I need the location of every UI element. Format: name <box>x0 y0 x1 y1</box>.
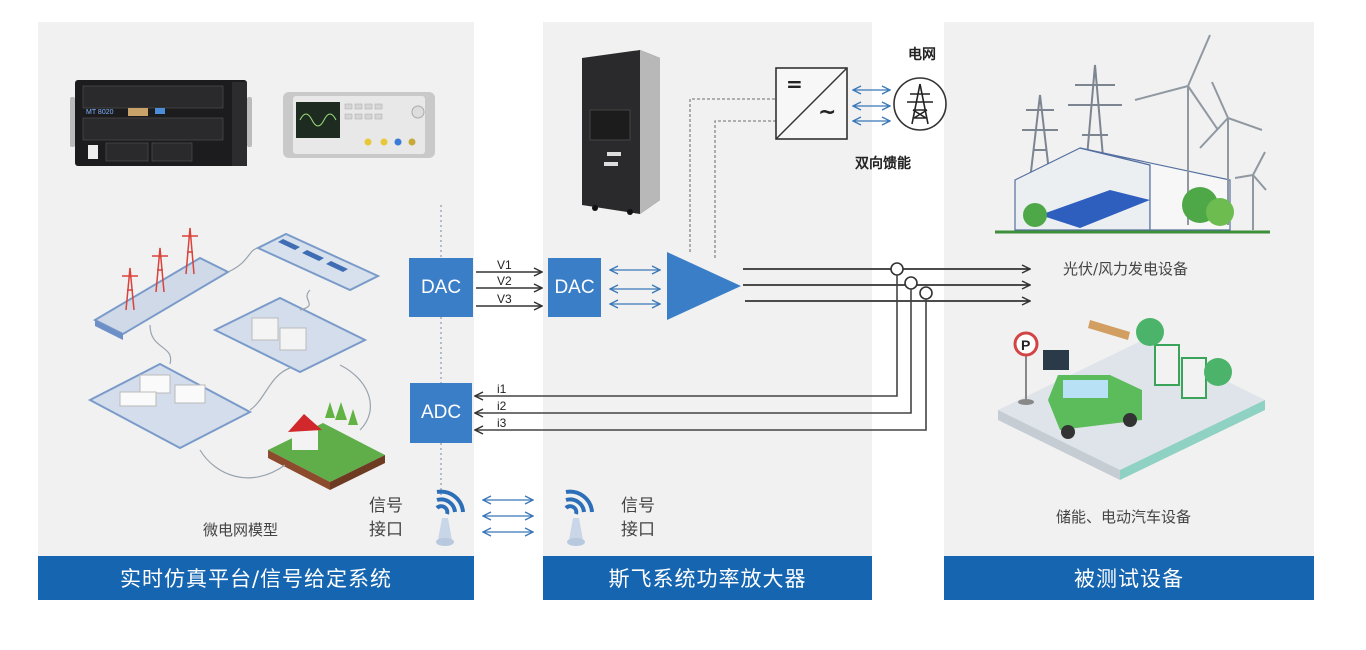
voltage-signal-arrows <box>476 272 542 306</box>
signal-interface-label-middle: 信号 接口 <box>621 496 655 540</box>
v3-label: V3 <box>497 292 512 306</box>
converter-dashed-links <box>689 98 776 258</box>
device-under-test-title: 被测试设备 <box>944 556 1314 600</box>
simulation-platform-title: 实时仿真平台/信号给定系统 <box>38 556 474 600</box>
three-phase-output-lines <box>743 269 1030 301</box>
ac-dc-converter-icon <box>775 67 848 140</box>
i2-label: i2 <box>497 399 507 413</box>
pv-wind-label: 光伏/风力发电设备 <box>1063 260 1189 278</box>
dc-symbol: = <box>786 72 803 96</box>
dac-amplifier-bidirectional-arrows <box>610 270 660 304</box>
ev-storage-label: 储能、电动汽车设备 <box>1056 508 1192 526</box>
wireless-antenna-icon <box>435 489 465 546</box>
signal-interface-arrows <box>483 500 533 532</box>
amplifier-triangle-icon <box>667 252 741 320</box>
current-feedback-lines <box>475 275 927 430</box>
transmission-tower-icon <box>893 77 947 131</box>
microgrid-model-label: 微电网模型 <box>203 521 279 539</box>
wireless-antenna-icon <box>564 489 594 546</box>
ac-symbol: ~ <box>818 100 837 125</box>
dac-block-middle: DAC <box>548 258 601 317</box>
svg-text:MT 8020: MT 8020 <box>86 109 114 116</box>
v1-label: V1 <box>497 258 512 272</box>
signal-interface-label-left: 信号 接口 <box>369 496 403 540</box>
microgrid-illustration <box>87 227 385 490</box>
ev-charging-illustration: P <box>998 318 1265 480</box>
i1-label: i1 <box>497 382 507 396</box>
v2-label: V2 <box>497 274 512 288</box>
current-sensor-icons <box>890 262 933 300</box>
signal-generator-icon <box>283 92 435 158</box>
pv-wind-plant-illustration <box>995 34 1270 234</box>
grid-feedback-arrows <box>853 90 890 121</box>
svg-text:P: P <box>1021 337 1030 353</box>
adc-block: ADC <box>410 383 472 443</box>
power-amplifier-title: 斯飞系统功率放大器 <box>543 556 872 600</box>
grid-label: 电网 <box>908 47 936 63</box>
rack-simulator-icon: MT 8020 <box>70 80 252 166</box>
bidirectional-feedback-label: 双向馈能 <box>855 156 911 172</box>
i3-label: i3 <box>497 416 507 430</box>
dac-block-left: DAC <box>409 258 473 317</box>
power-amplifier-cabinet-icon <box>582 50 660 215</box>
